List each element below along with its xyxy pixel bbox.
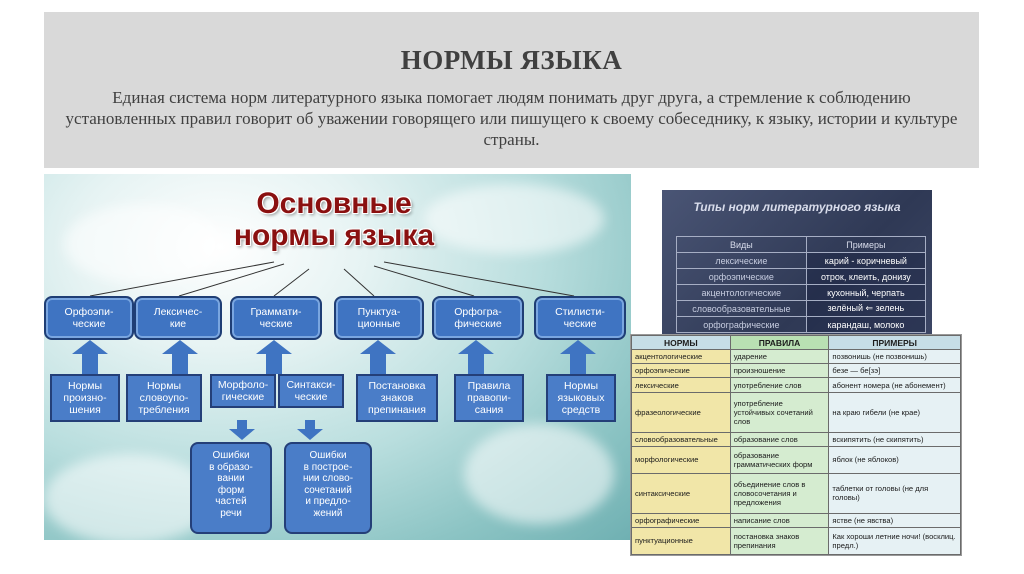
rule-cell: образование слов — [729, 431, 830, 447]
background-mist — [64, 204, 224, 284]
up-arrow-icon — [256, 340, 292, 374]
detail-box-morphological: Морфоло- гические — [210, 374, 276, 408]
background-mist — [424, 184, 604, 254]
example-cell: на краю гибели (не крае) — [828, 391, 961, 433]
types-header-examples: Примеры — [805, 236, 927, 253]
norm-cell: фразеологические — [631, 391, 731, 433]
down-arrow-icon — [229, 420, 255, 440]
norms-table-panel: НОРМЫ ПРАВИЛА ПРИМЕРЫ акцентологические … — [630, 334, 962, 556]
example-cell: вскипятить (не скипятить) — [828, 431, 961, 447]
table-row: словообразовательные образование слов вс… — [631, 431, 961, 447]
diagram-title: Основные нормы языка — [233, 187, 435, 252]
norms-table: НОРМЫ ПРАВИЛА ПРИМЕРЫ акцентологические … — [631, 335, 961, 556]
table-row: орфографические написание слов ястве (не… — [631, 512, 961, 528]
norms-header-norms: НОРМЫ — [631, 335, 731, 350]
rule-cell: написание слов — [729, 512, 830, 528]
background-mist — [464, 424, 614, 524]
type-name: орфоэпические — [676, 268, 807, 285]
type-example: отрок, клеить, донизу — [805, 268, 927, 285]
table-row: акцентологические кухонный, черпать — [676, 284, 927, 301]
example-cell: Как хороши летние ночи! (восклиц. предл.… — [828, 526, 961, 556]
norm-box-orthoepic: Орфоэпи- ческие — [44, 296, 134, 340]
example-cell: безе — бе[зэ] — [828, 363, 961, 379]
type-example: карий - коричневый — [805, 252, 927, 269]
down-arrow-icon — [297, 420, 323, 440]
header-panel: НОРМЫ ЯЗЫКА Единая система норм литерату… — [44, 12, 979, 168]
rule-cell: употребление слов — [729, 377, 830, 393]
detail-box-language-means: Нормы языковых средств — [546, 374, 616, 422]
norm-box-punctuation: Пунктуа- ционные — [334, 296, 424, 340]
norm-cell: морфологические — [631, 445, 731, 474]
table-row: орфографические карандаш, молоко — [676, 316, 927, 333]
rule-cell: объединение слов в словосочетания и пред… — [729, 472, 830, 514]
table-row: акцентологические ударение позвонишь (не… — [631, 348, 961, 365]
types-header-kinds: Виды — [676, 236, 807, 253]
norms-header-examples: ПРИМЕРЫ — [828, 335, 961, 350]
types-table: Виды Примеры лексические карий - коричне… — [676, 236, 927, 333]
up-arrow-icon — [162, 340, 198, 374]
page-subtitle: Единая система норм литературного языка … — [65, 88, 958, 149]
example-cell: яблок (не яблоков) — [828, 445, 961, 474]
example-cell: таблетки от головы (не для головы) — [828, 472, 961, 514]
table-row: орфоэпические произношение безе — бе[зэ] — [631, 363, 961, 379]
norms-diagram: Основные нормы языка Орфоэпи- ческие Лек… — [44, 174, 631, 540]
connector-lines — [89, 261, 575, 297]
norm-cell: словообразовательные — [631, 431, 731, 447]
norm-box-lexical: Лексичес- кие — [134, 296, 222, 340]
table-row: словообразовательные зелёный ⇐ зелень — [676, 300, 927, 317]
type-example: кухонный, черпать — [805, 284, 927, 301]
up-arrow-icon — [360, 340, 396, 374]
rule-cell: произношение — [729, 363, 830, 379]
type-example: зелёный ⇐ зелень — [805, 300, 927, 317]
norm-cell: синтаксические — [631, 472, 731, 514]
detail-box-spelling: Правила правопи- сания — [454, 374, 524, 422]
error-scroll-sentences: Ошибки в построе- нии слово- сочетаний и… — [284, 442, 372, 534]
type-name: орфографические — [676, 316, 807, 333]
norm-cell: орфографические — [631, 512, 731, 528]
scroll-text: Ошибки в образо- вании форм частей речи — [209, 450, 253, 519]
rule-cell: образование грамматических форм — [729, 445, 830, 474]
norm-box-grammatical: Граммати- ческие — [230, 296, 322, 340]
table-row: пунктуационные постановка знаков препина… — [631, 526, 961, 556]
table-row: синтаксические объединение слов в словос… — [631, 472, 961, 514]
type-name: словообразовательные — [676, 300, 807, 317]
detail-box-syntactic: Синтакси- ческие — [278, 374, 344, 408]
norm-cell: пунктуационные — [631, 526, 731, 556]
table-row: орфоэпические отрок, клеить, донизу — [676, 268, 927, 285]
norm-cell: орфоэпические — [631, 363, 731, 379]
norm-cell: лексические — [631, 377, 731, 393]
detail-box-word-usage: Нормы словоупо- требления — [126, 374, 202, 422]
table-row: лексические употребление слов абонент но… — [631, 377, 961, 393]
scroll-text: Ошибки в построе- нии слово- сочетаний и… — [302, 450, 354, 519]
detail-box-punctuation-marks: Постановка знаков препинания — [356, 374, 438, 422]
norm-cell: акцентологические — [631, 348, 731, 365]
rule-cell: употребление устойчивых сочетаний слов — [729, 391, 830, 433]
rule-cell: постановка знаков препинания — [729, 526, 830, 556]
type-name: акцентологические — [676, 284, 807, 301]
up-arrow-icon — [458, 340, 494, 374]
table-row: фразеологические употребление устойчивых… — [631, 391, 961, 433]
types-table-title: Типы норм литературного языка — [693, 200, 901, 214]
norm-box-stylistic: Стилисти- ческие — [534, 296, 626, 340]
up-arrow-icon — [560, 340, 596, 374]
background-mist — [44, 454, 214, 540]
types-table-panel: Типы норм литературного языка Виды Приме… — [662, 190, 932, 350]
error-scroll-forms: Ошибки в образо- вании форм частей речи — [190, 442, 272, 534]
table-row: морфологические образование грамматическ… — [631, 445, 961, 474]
type-name: лексические — [676, 252, 807, 269]
example-cell: абонент номера (не абонемент) — [828, 377, 961, 393]
up-arrow-icon — [72, 340, 108, 374]
example-cell: ястве (не явства) — [828, 512, 961, 528]
type-example: карандаш, молоко — [805, 316, 927, 333]
norms-header-rules: ПРАВИЛА — [729, 335, 830, 350]
rule-cell: ударение — [729, 348, 830, 365]
norm-box-orthographic: Орфогра- фические — [432, 296, 524, 340]
detail-box-pronunciation: Нормы произно- шения — [50, 374, 120, 422]
example-cell: позвонишь (не позвонишь) — [828, 348, 961, 365]
page-title: НОРМЫ ЯЗЫКА — [400, 45, 623, 75]
table-row: лексические карий - коричневый — [676, 252, 927, 269]
